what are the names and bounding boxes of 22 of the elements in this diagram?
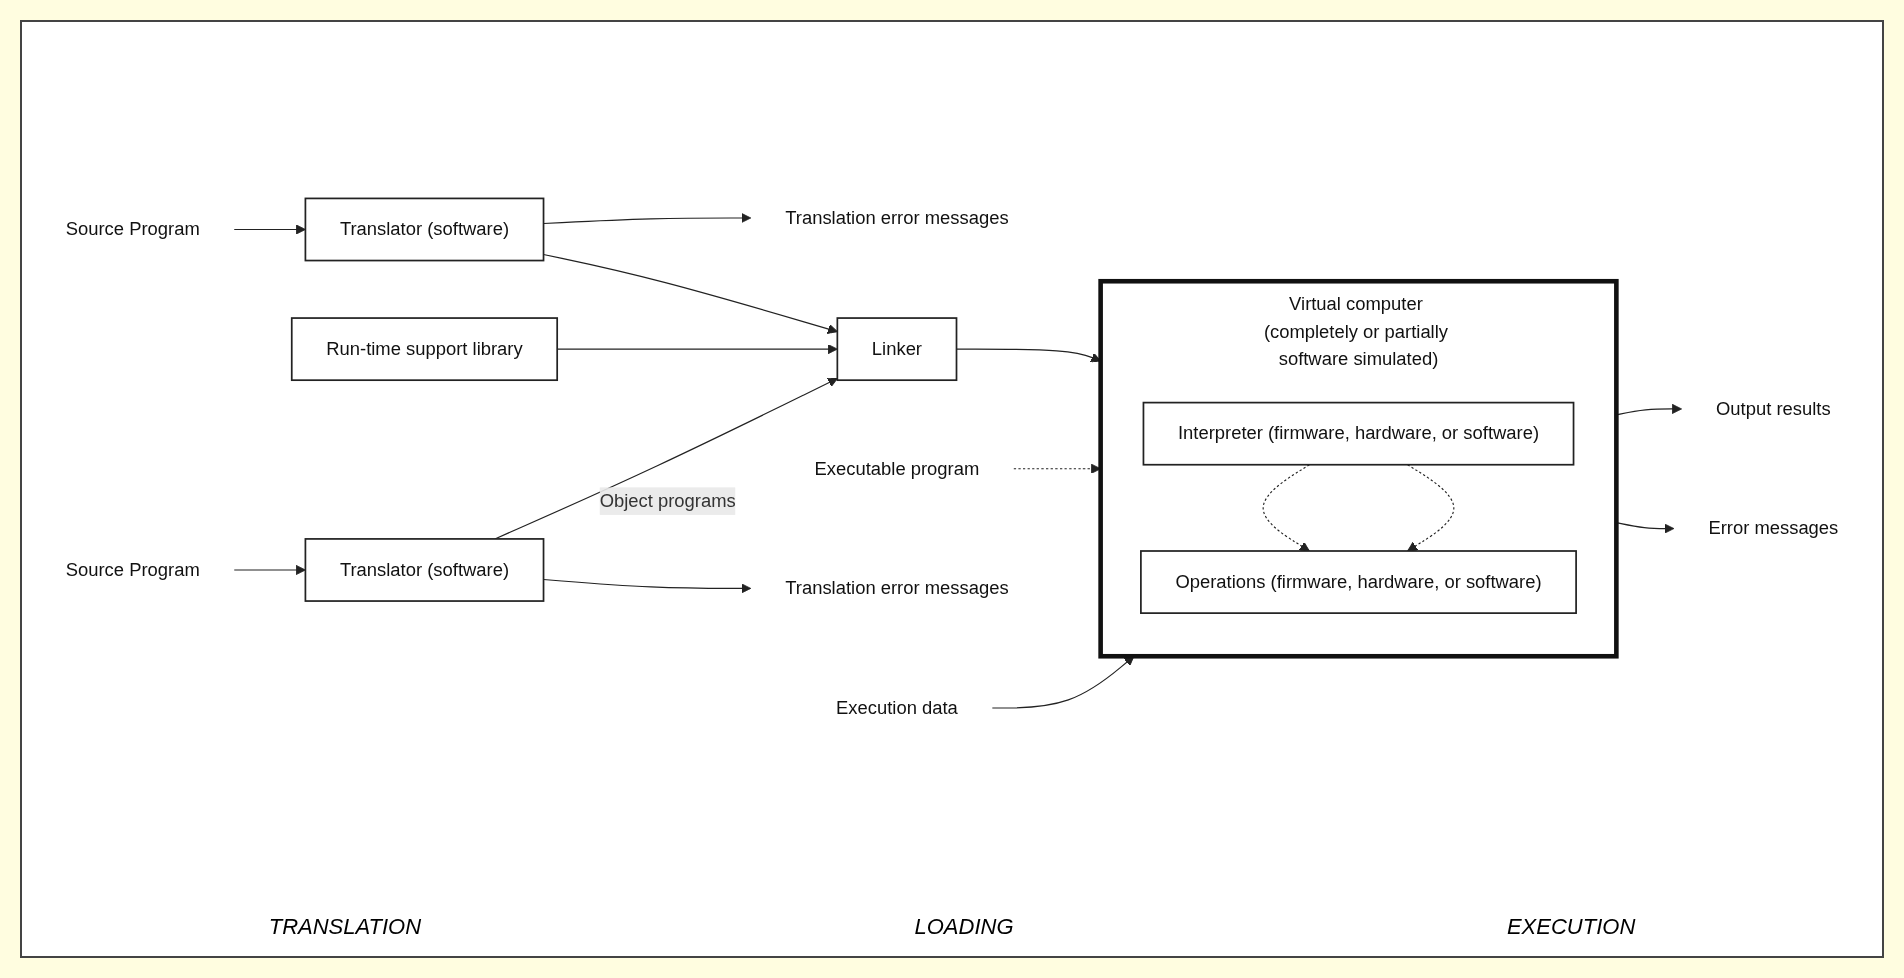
- node-text: Source Program: [65, 219, 200, 239]
- node-box: Translator (software): [304, 197, 545, 262]
- node-box: Translator (software): [304, 538, 545, 602]
- node-box: Run-time support library: [290, 317, 559, 382]
- stage-label: EXECUTION: [1506, 914, 1636, 940]
- node-box: Operations (firmware, hardware, or software): [1140, 550, 1577, 614]
- arrow: [1262, 464, 1310, 552]
- node-text: Translation error messages: [785, 207, 1009, 228]
- node-text: Execution data: [836, 697, 958, 718]
- node-text: Output results: [1716, 398, 1831, 419]
- node-box: Linker: [836, 317, 958, 382]
- node-text: Source Program: [65, 559, 200, 580]
- node-text: Executable program: [814, 458, 980, 478]
- edge-label: Object programs: [599, 490, 736, 511]
- stage-label: TRANSLATION: [268, 914, 422, 940]
- arrow: [233, 224, 306, 235]
- arrow: [233, 564, 306, 576]
- node-text: Error messages: [1708, 518, 1839, 538]
- node-text: Translation error messages: [785, 578, 1009, 598]
- node-box: Interpreter (firmware, hardware, or software): [1142, 401, 1575, 466]
- stage-label: LOADING: [914, 914, 1014, 940]
- arrow: [1407, 464, 1455, 552]
